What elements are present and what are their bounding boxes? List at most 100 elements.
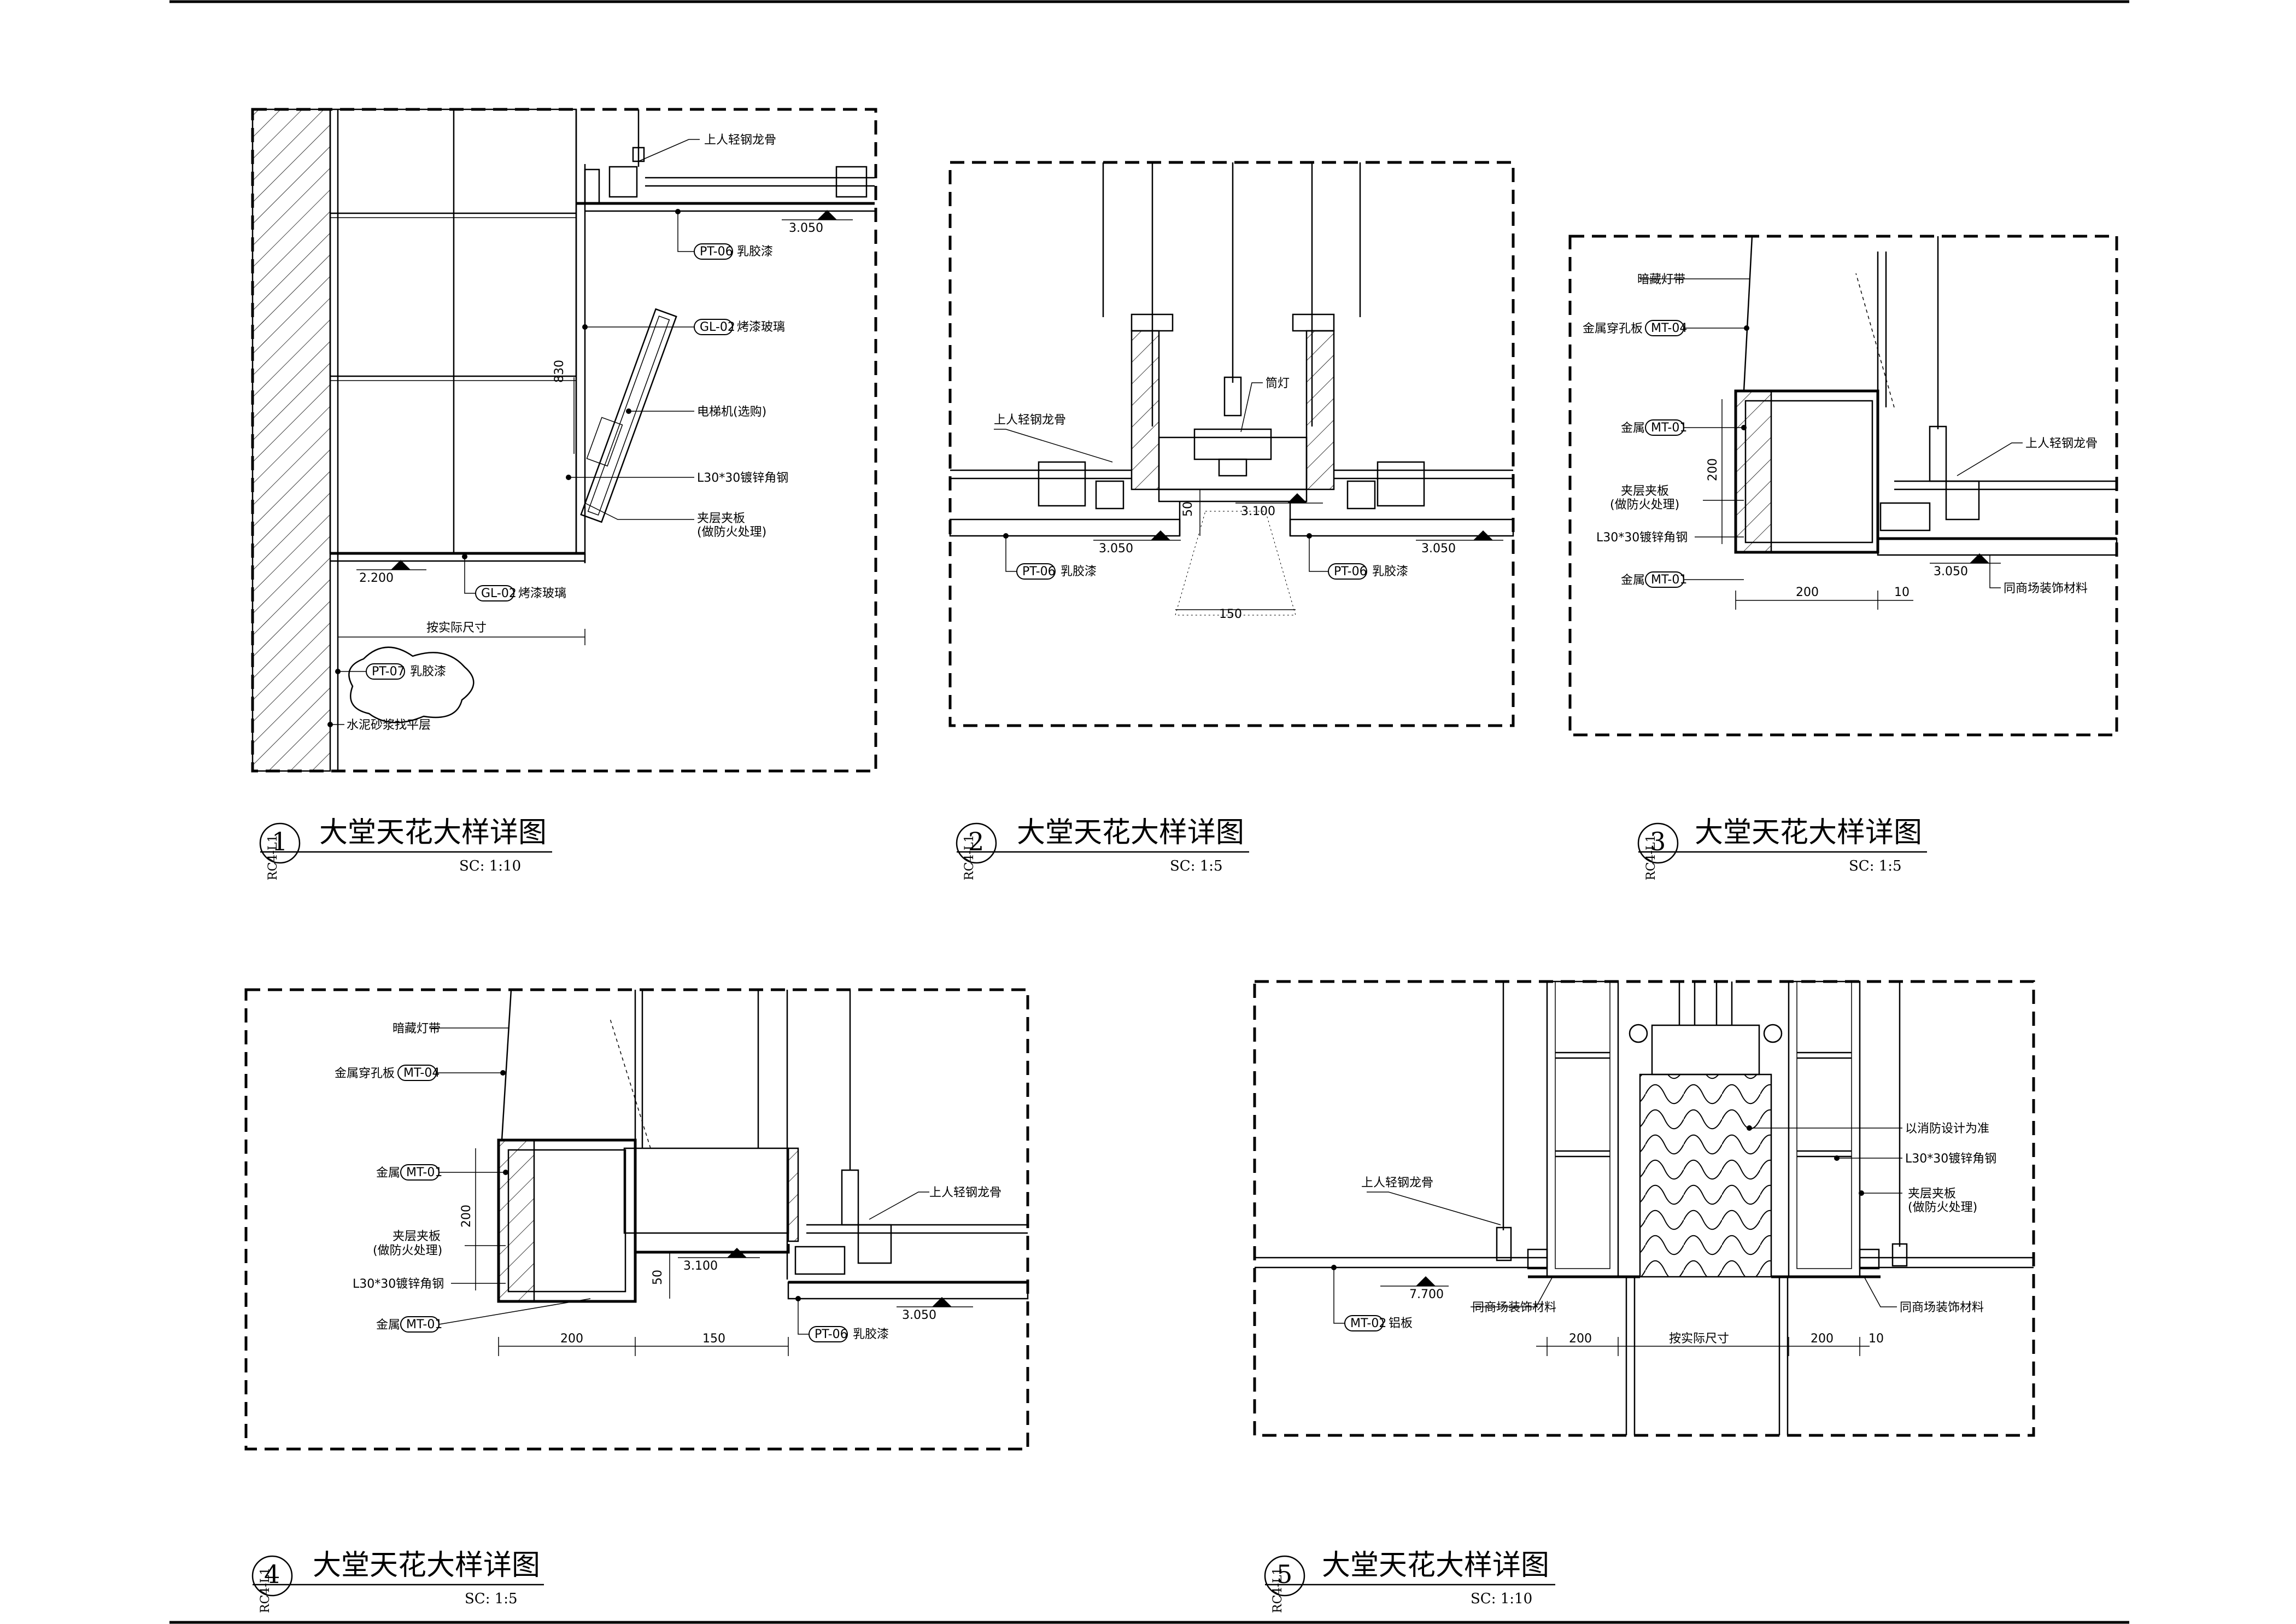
detail-1-annotations: 上人轻钢龙骨 PT-06 乳胶漆 GL-02 烤漆玻璃 电梯机(选购) L30*…: [327, 133, 788, 732]
svg-text:GL-02: GL-02: [481, 587, 517, 600]
detail-1-pt07-tag: [366, 663, 405, 680]
detail-5-fire-label: 以消防设计为准: [1905, 1122, 1989, 1136]
detail-3-mt01b-text: 金属: [1621, 574, 1645, 587]
detail-2-elev-3050-right: 3.050: [1421, 542, 1456, 556]
svg-text:PT-06: PT-06: [1022, 565, 1056, 579]
detail-3-number: 3: [1650, 827, 1666, 856]
detail-5-title: 大堂天花大样详图: [1322, 1549, 1549, 1582]
detail-5-annotations: 上人轻钢龙骨 以消防设计为准 L30*30镀锌角钢 夹层夹板 (做防火处理) 7…: [1331, 1122, 1996, 1356]
detail-3-frame: [1568, 235, 2118, 737]
detail-2-frame: [948, 161, 1515, 727]
detail-2-keel-label: 上人轻钢龙骨: [994, 413, 1066, 427]
detail-5-plywood-1: 夹层夹板: [1908, 1187, 1956, 1201]
detail-2-elev-3050-left: 3.050: [1099, 542, 1133, 556]
detail-1-elev-2200: 2.200: [359, 571, 394, 585]
detail-5-ref: RC4-L1: [1271, 1568, 1285, 1613]
svg-text:PT-07: PT-07: [372, 665, 405, 679]
detail-4-plywood: [497, 1139, 535, 1302]
detail-3-dim-200: 200: [1796, 586, 1819, 599]
detail-2-ceiling-boards: [949, 461, 1514, 537]
detail-2: 150 50 3.100 3.050 3.050 上人轻钢龙骨 筒灯 PT-06…: [948, 161, 1515, 880]
detail-1-motor: [580, 308, 677, 523]
detail-1-plywood-2: (做防火处理): [697, 525, 766, 539]
detail-5-keel-label: 上人轻钢龙骨: [1361, 1176, 1433, 1190]
detail-3-title-block: 3 RC4-L1 大堂天花大样详图 SC: 1:5: [1637, 816, 1927, 880]
detail-3-dim-200v: 200: [1706, 458, 1720, 481]
detail-1-gl02b-text: 烤漆玻璃: [518, 587, 566, 600]
detail-4-dim-200v: 200: [460, 1205, 473, 1228]
detail-4-annotations: 暗藏灯带 金属穿孔板 MT-04 金属 MT-01 夹层夹板 (做防火处理) 2…: [335, 1022, 1001, 1356]
detail-1-pt07-text: 乳胶漆: [410, 665, 446, 679]
detail-4-frame: [244, 988, 1029, 1451]
detail-1-motor-label: 电梯机(选购): [697, 405, 766, 419]
detail-1-elev-marker-3050: [817, 210, 837, 220]
detail-2-dim-150: 150: [1219, 607, 1242, 621]
detail-1: 830 3.050 2.200 上人轻钢龙骨 PT-06 乳胶漆 GL-02 烤…: [251, 108, 877, 880]
detail-3-led-label: 暗藏灯带: [1637, 273, 1685, 287]
svg-text:MT-01: MT-01: [1651, 573, 1687, 587]
detail-5-plywood-2: (做防火处理): [1908, 1201, 1977, 1214]
svg-text:MT-01: MT-01: [1651, 421, 1687, 435]
detail-3-mt04-text: 金属穿孔板: [1583, 322, 1643, 336]
detail-3-annotations: 暗藏灯带 金属穿孔板 MT-04 金属 MT-01 夹层夹板 (做防火处理) 2…: [1583, 273, 2098, 610]
detail-1-ceiling: [330, 109, 875, 563]
svg-text:PT-06: PT-06: [700, 245, 733, 259]
svg-text:GL-02: GL-02: [700, 320, 735, 334]
detail-3-plywood-1: 夹层夹板: [1621, 484, 1669, 498]
svg-text:MT-01: MT-01: [406, 1166, 442, 1179]
detail-2-number: 2: [968, 827, 984, 856]
detail-2-elev-3100: 3.100: [1241, 505, 1275, 518]
detail-5-elev-7700: 7.700: [1409, 1288, 1444, 1301]
detail-2-title-block: 2 RC4-L1 大堂天花大样详图 SC: 1:5: [956, 816, 1249, 880]
detail-1-dim-830: 830: [553, 360, 566, 383]
detail-4-plywood-2: (做防火处理): [373, 1244, 442, 1258]
detail-5-mall-right: 同商场装饰材料: [1900, 1301, 1984, 1315]
detail-1-keel-label: 上人轻钢龙骨: [704, 133, 776, 147]
detail-4-mt04-text: 金属穿孔板: [335, 1067, 395, 1080]
detail-1-elev-3050: 3.050: [789, 221, 823, 235]
detail-1-revision-cloud: [348, 646, 475, 723]
detail-2-pt06-tag-right: [1328, 563, 1367, 580]
detail-4-elev-3050: 3.050: [902, 1308, 936, 1322]
detail-3-angle-label: L30*30镀锌角钢: [1596, 531, 1688, 545]
detail-3-dim-10: 10: [1894, 586, 1910, 599]
detail-2-light-beam: [1175, 511, 1296, 616]
svg-text:PT-06: PT-06: [1334, 565, 1367, 579]
detail-5-title-block: 5 RC4-L1 大堂天花大样详图 SC: 1:10: [1264, 1549, 1555, 1613]
detail-5-mt02-tag: [1344, 1315, 1384, 1331]
detail-3-plywood-2: (做防火处理): [1610, 498, 1679, 512]
detail-5-mt02-text: 铝板: [1389, 1317, 1413, 1330]
detail-1-elev-marker-2200: [391, 560, 411, 570]
detail-4-pt06-tag: [809, 1326, 848, 1342]
detail-4-keel-label: 上人轻钢龙骨: [929, 1186, 1001, 1200]
detail-5-dim-200-right: 200: [1811, 1332, 1834, 1346]
detail-2-dim-50: 50: [1181, 501, 1195, 517]
detail-1-mortar-label: 水泥砂浆找平层: [347, 718, 431, 732]
detail-4-pt06-text: 乳胶漆: [853, 1328, 889, 1341]
detail-5-actual-dim: 按实际尺寸: [1669, 1332, 1729, 1346]
detail-1-title: 大堂天花大样详图: [319, 816, 547, 849]
detail-2-pt06-text-right: 乳胶漆: [1372, 565, 1408, 579]
detail-5-number: 5: [1276, 1559, 1292, 1589]
detail-4-title: 大堂天花大样详图: [313, 1549, 540, 1582]
detail-4-dim-200: 200: [560, 1332, 583, 1346]
detail-4-dim-150: 150: [702, 1332, 725, 1346]
detail-4-dim-50: 50: [651, 1270, 665, 1285]
detail-1-glass-panels: [329, 108, 577, 554]
detail-2-scale: SC: 1:5: [1170, 858, 1223, 874]
detail-1-plywood-1: 夹层夹板: [697, 512, 745, 525]
detail-1-pt06-tag: [694, 243, 733, 260]
detail-5-dim-200-left: 200: [1569, 1332, 1592, 1346]
detail-1-number: 1: [272, 827, 288, 856]
detail-2-plywood-right: [1305, 330, 1335, 490]
detail-2-pt06-tag-left: [1016, 563, 1056, 580]
detail-4-led-label: 暗藏灯带: [393, 1022, 441, 1036]
detail-4-scale: SC: 1:5: [465, 1591, 518, 1607]
svg-text:PT-06: PT-06: [815, 1328, 848, 1341]
detail-1-angle-label: L30*30镀锌角钢: [697, 471, 788, 485]
detail-4-mt01b-text: 金属: [376, 1318, 400, 1332]
detail-5-frame: [1253, 980, 2035, 1437]
detail-3: 暗藏灯带 金属穿孔板 MT-04 金属 MT-01 夹层夹板 (做防火处理) 2…: [1568, 235, 2118, 880]
svg-text:MT-04: MT-04: [403, 1066, 440, 1080]
detail-1-actual-dim: 按实际尺寸: [426, 621, 487, 635]
